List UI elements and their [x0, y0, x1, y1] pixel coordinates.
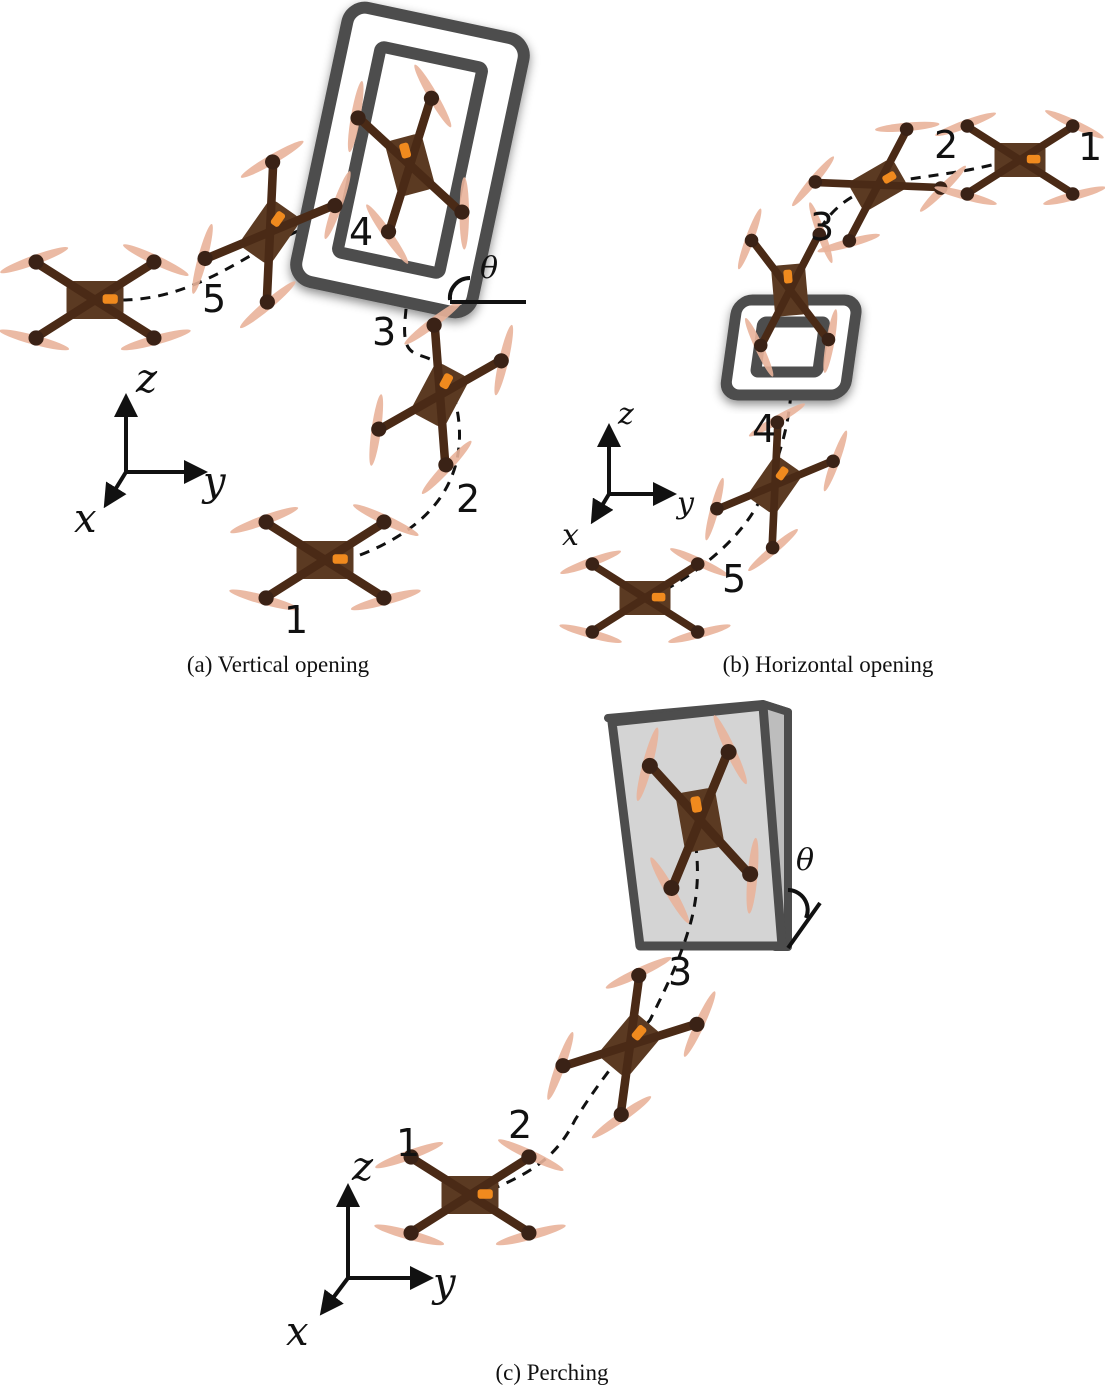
axis-x-c: x [286, 1309, 309, 1355]
angle-arc-a [447, 275, 471, 301]
caption-a: (a) Vertical opening [187, 652, 370, 677]
angle-baseline-c [786, 901, 822, 950]
label-b-1: 1 [1078, 125, 1102, 169]
panel-a: 1 2 3 4 5 θ z y x (a) Vertical opening [0, 1, 533, 677]
axis-z-b: z [617, 397, 634, 432]
drone-a6 [0, 241, 192, 354]
angle-arc-c [787, 888, 810, 919]
panel-b: 1 2 3 4 5 z y x (b) Horizontal opening [558, 96, 1105, 677]
axis-z-a: z [135, 356, 158, 402]
drone-a2 [342, 282, 533, 506]
drone-b1 [558, 545, 731, 646]
angle-label-a: θ [480, 251, 498, 286]
label-c-1: 1 [396, 1121, 420, 1165]
drone-b4 [776, 96, 977, 270]
axes-b: z y x [562, 397, 695, 553]
axis-z-c: z [351, 1144, 374, 1190]
axis-x-a: x [74, 496, 97, 542]
axis-y-c: y [431, 1260, 457, 1306]
drone-c2 [522, 933, 733, 1154]
label-c-3: 3 [668, 950, 692, 994]
label-b-3: 3 [810, 205, 834, 249]
angle-label-c: θ [796, 843, 814, 878]
caption-b: (b) Horizontal opening [723, 652, 934, 677]
axes-c: z y x [286, 1144, 457, 1355]
label-a-4: 4 [349, 210, 373, 254]
axes-a: z y x [74, 356, 227, 542]
panel-c: 1 2 3 θ z y x (c) Perching [286, 700, 822, 1385]
label-a-1: 1 [284, 598, 308, 642]
label-b-4: 4 [752, 407, 776, 451]
label-b-2: 2 [934, 123, 958, 167]
label-b-5: 5 [722, 557, 746, 601]
label-a-2: 2 [456, 477, 480, 521]
label-a-3: 3 [372, 310, 396, 354]
drone-a1 [228, 501, 422, 614]
label-a-5: 5 [202, 277, 226, 321]
label-c-2: 2 [508, 1103, 532, 1147]
axis-y-b: y [675, 486, 695, 521]
caption-c: (c) Perching [495, 1360, 609, 1385]
axis-y-a: y [201, 459, 227, 505]
axis-x-b: x [562, 518, 579, 553]
trajectory-c [489, 839, 699, 1192]
